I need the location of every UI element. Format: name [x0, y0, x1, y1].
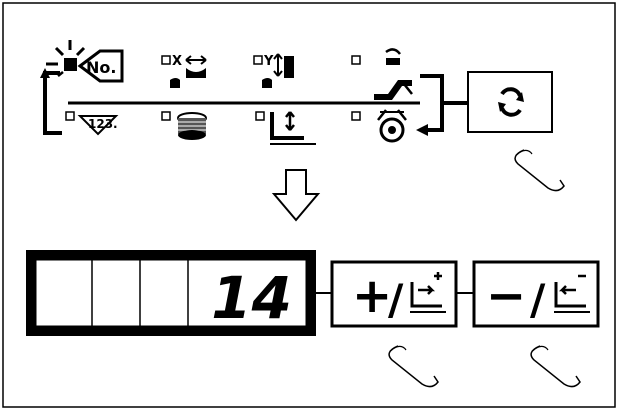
led-square: [65, 111, 75, 121]
finger-press-plus: [388, 345, 439, 388]
x-scale-icon: X: [161, 54, 207, 88]
reset-button-frame[interactable]: [467, 71, 553, 133]
presser-back-minus-icon: [554, 274, 590, 313]
count-label: 123.: [88, 117, 118, 131]
pattern-no-label: No.: [86, 58, 116, 77]
presser-height-icon: [255, 111, 316, 145]
slash-label-2: /: [530, 275, 546, 324]
display-digits: 14: [211, 264, 292, 332]
led-square: [255, 111, 265, 121]
finger-press-reset: [514, 149, 565, 192]
y-scale-icon: Y: [253, 53, 294, 88]
selection-bracket: [43, 71, 62, 135]
plus-label: +: [352, 268, 392, 324]
slash-label: /: [388, 275, 404, 324]
blinking-led: [64, 58, 77, 71]
right-bracket: [420, 74, 444, 132]
pattern-number-icon: No.: [46, 40, 124, 83]
bracket-arrow-left: [416, 124, 428, 136]
down-arrow-icon: [271, 169, 321, 222]
finger-press-minus: [530, 345, 581, 388]
led-display: 14: [26, 250, 316, 336]
y-axis-label: Y: [263, 54, 274, 69]
minus-label: −: [486, 268, 526, 324]
bobbin-icon: [161, 111, 207, 140]
counter-icon: 123.: [65, 111, 119, 136]
thread-tension-icon: [351, 109, 407, 143]
minus-button[interactable]: − /: [472, 260, 600, 328]
display-window: [35, 259, 307, 327]
led-square: [351, 55, 361, 65]
led-square: [351, 111, 361, 121]
bracket-arrow-up: [40, 68, 50, 78]
reset-cycle-icon: [498, 87, 524, 117]
led-square: [253, 55, 263, 65]
icon-panel: No. X Y 123.: [40, 40, 468, 145]
minus-button-frame[interactable]: [472, 260, 600, 328]
led-square: [161, 55, 171, 65]
plus-button[interactable]: + /: [330, 260, 458, 328]
led-square: [161, 111, 171, 121]
presser-forward-plus-icon: [410, 272, 446, 313]
reset-button[interactable]: [467, 71, 553, 133]
x-axis-label: X: [172, 54, 182, 69]
winder-icon: [351, 48, 413, 100]
